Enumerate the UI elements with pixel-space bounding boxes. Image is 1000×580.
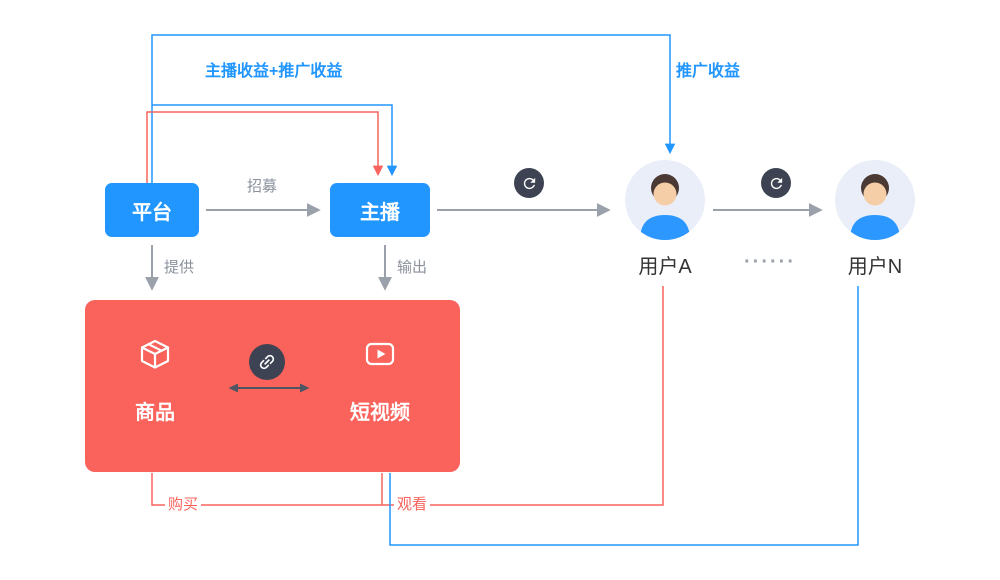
label-host-promo-revenue: 主播收益+推广收益 [205,63,343,80]
label-promo-revenue: 推广收益 [676,63,741,80]
label-product: 商品 [135,402,175,424]
wire-revenue-to-anchor-blue [152,104,398,177]
avatar-user-a [625,160,705,240]
repost-refresh-icon [514,168,544,198]
ellipsis-more-users: ······ [744,251,796,273]
label-watch: 观看 [394,495,431,515]
wire-revenue-to-anchor-red [146,111,384,183]
label-user-n: 用户N [847,256,903,278]
double-arrow-icon [228,383,310,393]
wire-watch-user-n [389,286,859,546]
node-platform: 平台 [105,183,199,237]
avatar-user-n [835,160,915,240]
label-short-video: 短视频 [350,402,410,424]
package-cube-icon [140,339,170,369]
node-anchor-label: 主播 [360,201,400,224]
node-anchor: 主播 [330,183,430,237]
label-provide: 提供 [164,259,195,276]
label-output: 输出 [397,259,428,276]
label-user-a: 用户A [638,256,692,278]
label-buy: 购买 [165,495,202,515]
link-icon [249,344,285,380]
wire-promo-revenue-to-user-a [151,34,676,183]
repost-refresh-icon [761,168,791,198]
content-group-box: 商品 短视频 [85,300,460,472]
label-recruit: 招募 [246,178,277,195]
node-platform-label: 平台 [132,201,172,224]
video-play-icon [365,342,395,366]
